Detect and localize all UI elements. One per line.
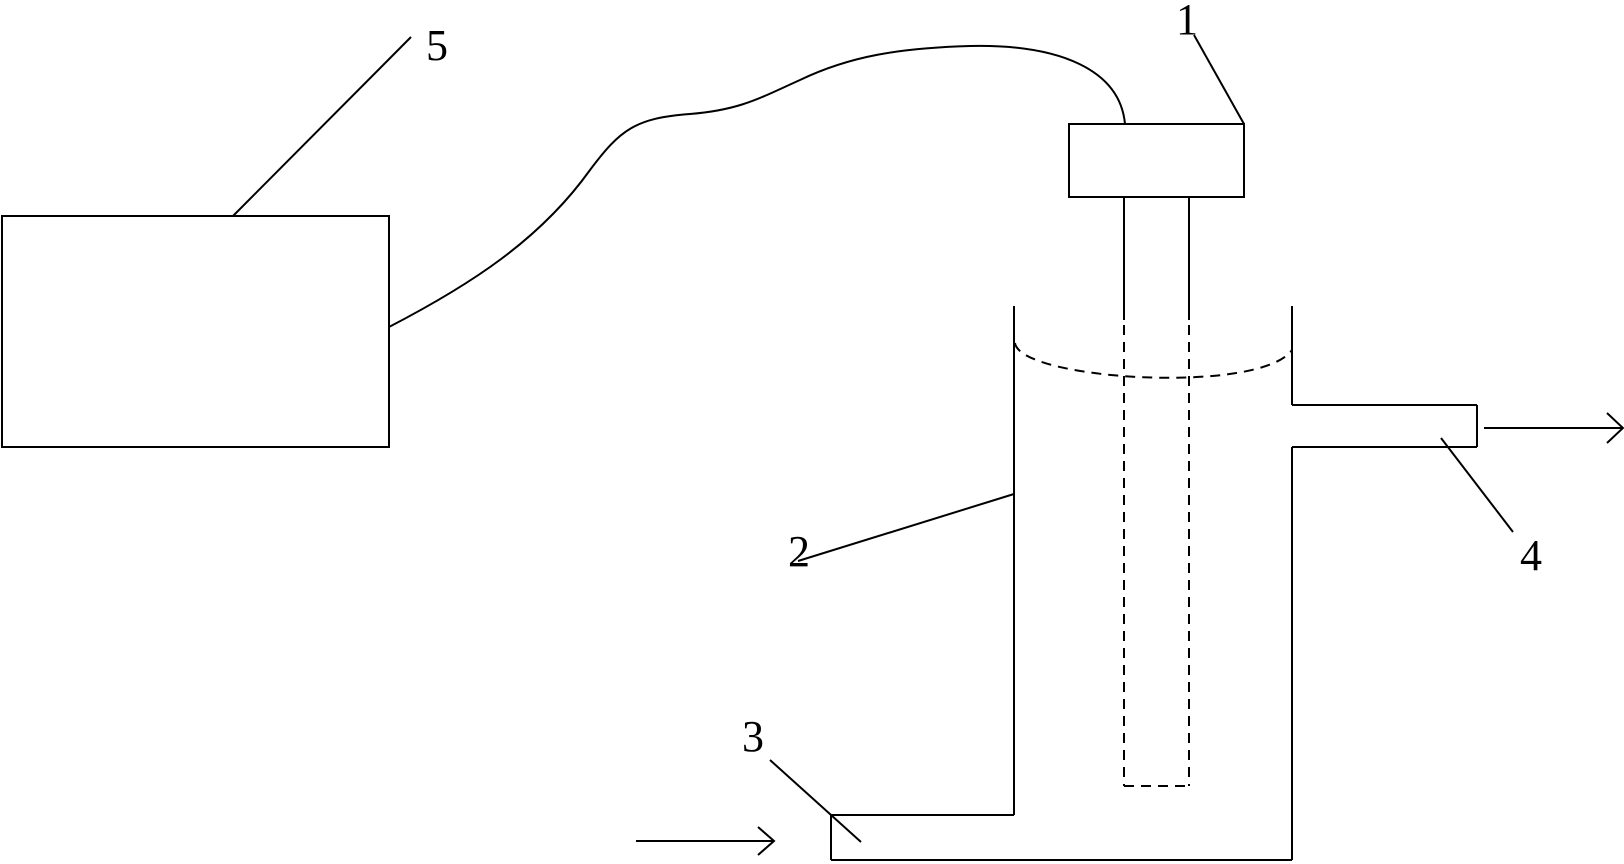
label-1: 1 — [1176, 0, 1198, 44]
outlet-arrow — [1484, 412, 1624, 444]
sensor-head — [1068, 123, 1245, 198]
leader-line-1 — [1193, 34, 1245, 125]
inlet-arrow — [636, 826, 776, 856]
leader-line-4 — [1440, 437, 1514, 533]
control-unit-box — [1, 215, 390, 448]
leader-line-3 — [769, 759, 862, 843]
connecting-cable — [388, 44, 1126, 328]
label-4: 4 — [1520, 531, 1542, 580]
leader-line-5 — [232, 36, 412, 217]
label-2: 2 — [788, 527, 810, 576]
label-3: 3 — [742, 712, 764, 761]
label-5: 5 — [426, 21, 448, 70]
leader-line-2 — [797, 493, 1015, 562]
liquid-surface — [1014, 342, 1293, 379]
